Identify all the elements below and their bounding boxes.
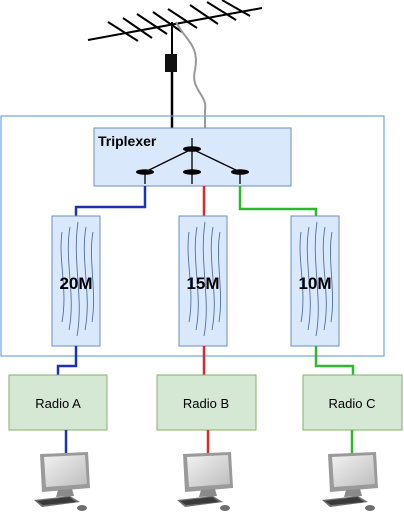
line-20m-bottom xyxy=(56,346,78,375)
computer-a-icon xyxy=(34,452,90,511)
filter-20m-label: 20M xyxy=(59,274,92,293)
line-10m-top xyxy=(238,186,318,216)
filter-wave-icon xyxy=(60,221,94,337)
filter-15m-label: 15M xyxy=(186,274,219,293)
radio-c: Radio C xyxy=(302,374,403,431)
radio-b-label: Radio B xyxy=(183,396,229,411)
radio-a-label: Radio A xyxy=(35,396,81,411)
balun-icon xyxy=(165,54,177,72)
filter-10m-label: 10M xyxy=(298,274,331,293)
computer-b-icon xyxy=(177,452,233,511)
enclosure-frame xyxy=(0,115,385,357)
coax-cable xyxy=(175,21,207,128)
antenna-icon xyxy=(87,0,263,55)
filter-15m: 15M xyxy=(178,215,228,347)
filter-10m: 10M xyxy=(290,215,340,347)
filter-20m: 20M xyxy=(51,215,101,347)
filter-wave-icon xyxy=(187,221,221,337)
radio-c-label: Radio C xyxy=(329,396,376,411)
line-10m-bottom xyxy=(314,346,355,375)
junction-dots xyxy=(136,146,249,175)
filter-wave-icon xyxy=(299,221,333,337)
radio-b: Radio B xyxy=(156,374,257,431)
line-20m-top xyxy=(74,186,147,216)
triplexer-label: Triplexer xyxy=(98,133,157,149)
radio-a: Radio A xyxy=(8,374,108,431)
computer-c-icon xyxy=(322,452,378,511)
